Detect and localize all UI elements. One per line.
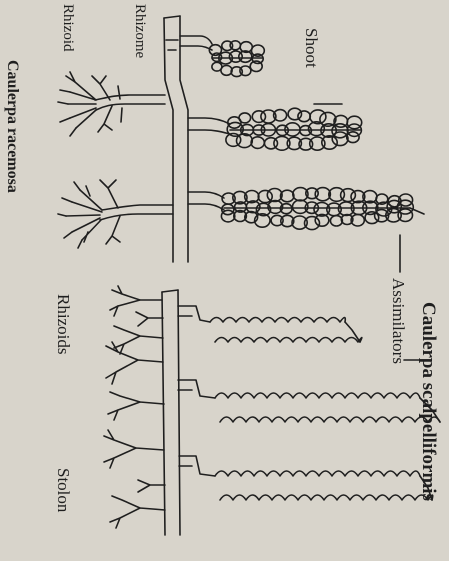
- label-caulerpa-racemosa: Caulerpa racemosa: [4, 60, 21, 193]
- label-caulerpa-scalpelliformis: Caulerpa scalpelliformis: [418, 302, 439, 501]
- label-rhizome: Rhizome: [132, 4, 148, 58]
- label-rhizoid: Rhizoid: [60, 4, 76, 52]
- label-assimilators: Assimilators: [389, 278, 408, 364]
- label-stolon: Stolon: [54, 468, 73, 513]
- label-shoot: Shoot: [302, 28, 321, 68]
- label-rhizoids: Rhizoids: [54, 294, 73, 354]
